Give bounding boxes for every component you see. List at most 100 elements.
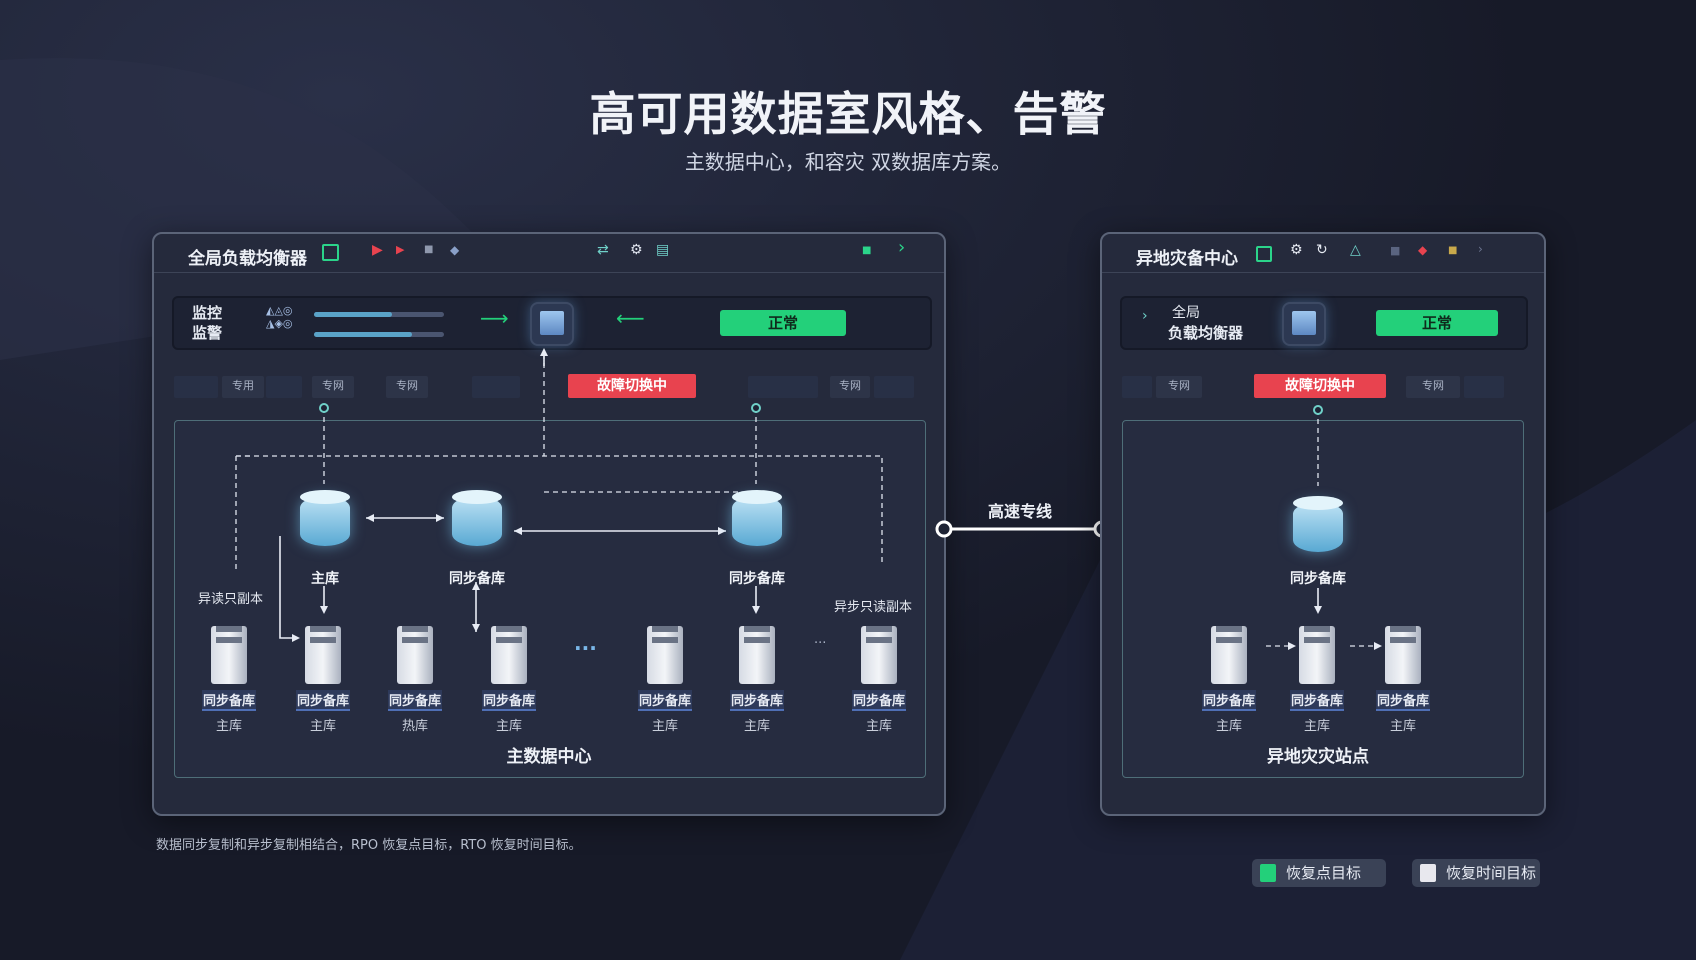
progress-bar-2 — [314, 332, 444, 337]
dr-server-1-sub: 主库 — [1215, 719, 1242, 734]
monitor-label-1: 监控 — [192, 304, 223, 322]
sync-db-1-label: 同步备库 — [449, 571, 505, 587]
export-icon[interactable]: ▤ — [656, 242, 670, 258]
server-5-label: 同步备库 — [637, 690, 692, 711]
arrow-left-icon: ⟵ — [616, 306, 645, 330]
dedicated-line-label: 高速专线 — [988, 502, 1053, 521]
server-6-sub: 主库 — [743, 719, 770, 734]
dr-chip-1[interactable]: 专网 — [1156, 376, 1202, 398]
legend-rpo[interactable]: 恢复点目标 — [1252, 859, 1386, 887]
dr-failover-badge: 故障切换中 — [1254, 374, 1386, 398]
record-red-icon[interactable]: ▶ — [372, 242, 383, 258]
dr-sync-db-label: 同步备库 — [1290, 571, 1346, 587]
master-db-label: 主库 — [311, 571, 339, 587]
dr-balancer-server-icon[interactable] — [1282, 302, 1326, 346]
share-icon[interactable]: ⇄ — [597, 242, 609, 258]
server-3[interactable]: 同步备库 热库 — [380, 618, 450, 734]
server-7[interactable]: 同步备库 主库 — [844, 618, 914, 734]
server-5[interactable]: 同步备库 主库 — [630, 618, 700, 734]
dr-server-3[interactable]: 同步备库 主库 — [1368, 618, 1438, 734]
chip-spacer-4 — [748, 376, 818, 398]
chip-spacer-5 — [874, 376, 914, 398]
master-db-icon[interactable] — [298, 490, 352, 550]
dot-icon[interactable]: ■ — [424, 244, 434, 255]
metric-icons: ◭◬◎◮◈◎ — [266, 304, 293, 330]
more-icon[interactable]: › — [1478, 242, 1483, 256]
sync-db-2-icon[interactable] — [730, 490, 784, 550]
server-3-label: 同步备库 — [387, 690, 442, 711]
server-4[interactable]: 同步备库 主库 — [474, 618, 544, 734]
dr-server-row: 同步备库 主库 同步备库 主库 同步备库 主库 — [1102, 618, 1544, 738]
legend-rto[interactable]: 恢复时间目标 — [1412, 859, 1540, 887]
legend-rto-label: 恢复时间目标 — [1446, 864, 1537, 882]
chevron-right-icon[interactable]: › — [898, 237, 906, 258]
chip-spacer-3 — [472, 376, 520, 398]
settings-icon[interactable]: ⚙ — [1290, 242, 1303, 258]
dr-server-3-label: 同步备库 — [1375, 690, 1430, 711]
dr-server-1[interactable]: 同步备库 主库 — [1194, 618, 1264, 734]
dr-server-2-sub: 主库 — [1303, 719, 1330, 734]
footnote: 数据同步复制和异步复制相结合，RPO 恢复点目标，RTO 恢复时间目标。 — [156, 838, 582, 853]
arrow-right-icon: ⟶ — [480, 306, 509, 330]
dr-server-2-label: 同步备库 — [1289, 690, 1344, 711]
server-1-sub: 主库 — [215, 719, 242, 734]
sync-db-2-label: 同步备库 — [729, 571, 785, 587]
server-5-sub: 主库 — [651, 719, 678, 734]
document-icon — [1260, 864, 1276, 882]
balancer-server-icon[interactable] — [530, 302, 574, 346]
dot-yellow-icon[interactable]: ■ — [1448, 245, 1458, 256]
dr-panel-title: 异地灾备中心 — [1136, 249, 1238, 269]
monitor-label-2: 监警 — [192, 324, 223, 342]
refresh-icon[interactable]: ↻ — [1316, 242, 1328, 258]
dr-sync-db-icon[interactable] — [1291, 496, 1345, 556]
dr-topology-lines — [1266, 405, 1382, 650]
page-title: 高可用数据室风格、告警 — [589, 87, 1107, 141]
server-2-sub: 主库 — [309, 719, 336, 734]
dr-balancer-label-2: 负载均衡器 — [1168, 324, 1244, 342]
chip-2[interactable]: 专网 — [312, 376, 354, 398]
dr-server-2[interactable]: 同步备库 主库 — [1282, 618, 1352, 734]
dr-server-3-sub: 主库 — [1389, 719, 1416, 734]
dr-server-1-label: 同步备库 — [1201, 690, 1256, 711]
chip-spacer-2 — [266, 376, 302, 398]
chip-4[interactable]: 专网 — [830, 376, 870, 398]
chip-spacer-1 — [174, 376, 218, 398]
dr-status-badge: 正常 — [1376, 310, 1498, 336]
tag-icon[interactable]: ■ — [862, 245, 872, 256]
server-6-label: 同步备库 — [729, 690, 784, 711]
server-1[interactable]: 同步备库 主库 — [194, 618, 264, 734]
primary-panel-title: 全局负载均衡器 — [188, 249, 307, 269]
server-2-label: 同步备库 — [295, 690, 350, 711]
failover-badge: 故障切换中 — [568, 374, 696, 398]
server-2[interactable]: 同步备库 主库 — [288, 618, 358, 734]
primary-topology-lines — [235, 348, 883, 642]
chip-1[interactable]: 专用 — [222, 376, 264, 398]
server-ellipsis-small: ··· — [814, 636, 827, 651]
right-replica-note: 异步只读副本 — [834, 600, 913, 615]
chip-3[interactable]: 专网 — [386, 376, 428, 398]
dr-chip-2[interactable]: 专网 — [1406, 376, 1460, 398]
dr-chip-spacer-2 — [1464, 376, 1504, 398]
server-7-sub: 主库 — [865, 719, 892, 734]
document-icon — [1420, 864, 1436, 882]
collapse-icon[interactable]: › — [1142, 308, 1148, 324]
record-red-small-icon[interactable]: ▶ — [396, 243, 405, 256]
server-6[interactable]: 同步备库 主库 — [722, 618, 792, 734]
dr-panel-toolbar — [1102, 234, 1544, 273]
settings-icon[interactable]: ⚙ — [630, 242, 643, 258]
sync-db-1-icon[interactable] — [450, 490, 504, 550]
server-4-sub: 主库 — [495, 719, 522, 734]
diamond-icon[interactable]: ◆ — [450, 243, 460, 257]
page-subtitle: 主数据中心，和容灾 双数据库方案。 — [684, 150, 1012, 174]
window-icon[interactable] — [322, 244, 339, 261]
primary-zone-title: 主数据中心 — [506, 747, 592, 767]
legend-rpo-label: 恢复点目标 — [1286, 864, 1362, 882]
server-3-sub: 热库 — [401, 719, 428, 734]
window-icon[interactable] — [1256, 246, 1272, 262]
dr-balancer-label-1: 全局 — [1172, 305, 1200, 321]
square-icon[interactable]: ■ — [1390, 244, 1401, 257]
dr-zone — [1122, 420, 1524, 778]
alert-icon[interactable]: △ — [1350, 242, 1361, 258]
dr-datacenter-panel: 异地灾备中心 ⚙ ↻ △ ■ ◆ ■ › › 全局 负载均衡器 正常 专网 故障… — [1100, 232, 1546, 816]
record-red-icon[interactable]: ◆ — [1418, 243, 1428, 257]
